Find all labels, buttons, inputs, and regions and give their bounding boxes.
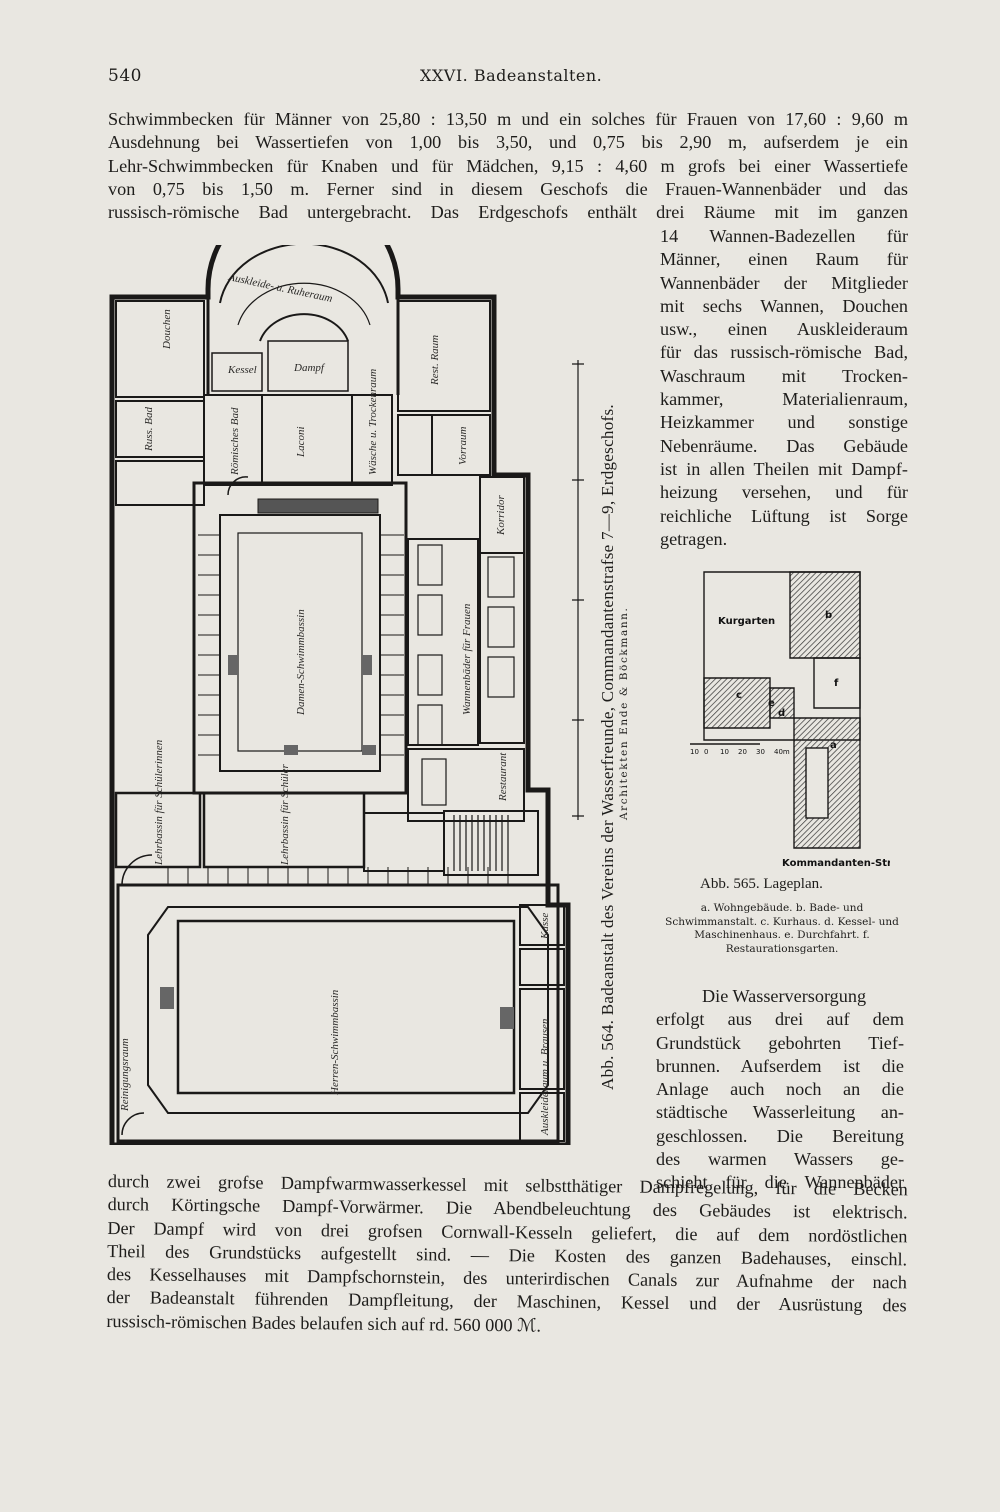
room-label: Korridor [495, 495, 507, 536]
text-line: Ausdehnung bei Wassertiefen von 1,00 bis… [108, 132, 908, 153]
text-line: des warmen Wassers ge- [656, 1149, 904, 1170]
scale-bar [572, 360, 584, 820]
text-line: erfolgt aus drei auf dem [656, 1009, 904, 1030]
text-line: Männer, einen Raum für [660, 249, 908, 270]
scale-label: 0 [704, 748, 708, 756]
site-label-b: b [825, 610, 832, 621]
top-paragraph: Schwimmbecken für Männer von 25,80 : 13,… [108, 108, 908, 224]
figure-565-legend: a. Wohngebäude. b. Bade- und Schwimmanst… [665, 902, 899, 955]
room-label: Herren-Schwimmbassin [329, 989, 341, 1096]
site-plan-figure: Kurgarten b c e d f a 10 0 10 20 30 40m … [690, 568, 890, 870]
text-line: getragen. [660, 528, 728, 549]
room-label: Laconi [295, 426, 307, 458]
text-line: schieht für die Wannenbäder [656, 1172, 904, 1193]
figure-565-caption: Abb. 565. Lageplan. [700, 876, 823, 892]
room-label: Auskleideraum u. Brausen [539, 1018, 551, 1136]
text-line: geschlossen. Die Bereitung [656, 1125, 904, 1146]
room-label: Rest. Raum [429, 335, 441, 386]
text-line: reichliche Lüftung ist Sorge [660, 505, 908, 526]
text-line: Heizkammer und sonstige [660, 412, 908, 433]
room-label: Douchen [161, 309, 173, 350]
scale-label: 20 [738, 748, 747, 756]
site-label-c: c [736, 690, 742, 701]
text-line: kammer, Materialienraum, [660, 389, 908, 410]
text-line: Nebenräume. Das Gebäude [660, 435, 908, 456]
scale-label: 30 [756, 748, 765, 756]
site-label-street: Kommandanten-Str. [782, 858, 890, 869]
text-line: 14 Wannen-Badezellen für [660, 226, 908, 246]
room-label: Damen-Schwimmbassin [295, 609, 307, 716]
bottom-paragraph: durch zwei grofse Dampfwarmwasserkessel … [106, 1170, 908, 1341]
site-label-f: f [834, 678, 839, 689]
site-label-kurgarten: Kurgarten [718, 616, 775, 627]
text-line: ist in allen Theilen mit Dampf- [660, 458, 908, 479]
text-line: Waschraum mit Trocken- [660, 365, 908, 386]
text-line: Lehr-Schwimmbecken für Knaben und für Mä… [108, 155, 908, 176]
text-line: Wannenbäder der Mitglieder [660, 272, 908, 293]
right-paragraph: 14 Wannen-Badezellen für Männer, einen R… [660, 225, 908, 551]
room-label: Reinigungsraum [119, 1038, 131, 1112]
room-label: Römisches Bad [229, 407, 241, 476]
room-label: Lehrbassin für Schüler [279, 763, 291, 866]
room-label: Kessel [227, 364, 257, 376]
text-line: usw., einen Auskleideraum [660, 319, 908, 340]
text-line: Grundstück gebohrten Tief- [656, 1032, 904, 1053]
text-line: heizung versehen, und für [660, 482, 908, 503]
figure-564-caption: Abb. 564. Badeanstalt des Vereins der Wa… [598, 404, 617, 1090]
text-line: Schwimmbecken für Männer von 25,80 : 13,… [108, 109, 908, 129]
room-label: Vorraum [457, 426, 469, 465]
text-line: Die Wasserversorgung [702, 986, 867, 1006]
text-line: mit sechs Wannen, Douchen [660, 295, 908, 316]
floor-plan-drawing: Douchen Auskleide- u. Ruheraum Kessel Da… [109, 245, 571, 1145]
text-line: städtische Wasserleitung an- [656, 1102, 904, 1123]
room-label: Auskleide- u. Ruheraum [226, 271, 333, 305]
figure-564-architects: Architekten Ende & Böckmann. [618, 606, 630, 820]
floor-plan-figure: Douchen Auskleide- u. Ruheraum Kessel Da… [108, 245, 586, 1145]
room-label: Lehrbassin für Schülerinnen [153, 739, 165, 866]
middle-paragraph: Die Wasserversorgung erfolgt aus drei au… [656, 985, 904, 1195]
running-title: XXVI. Badeanstalten. [420, 66, 603, 85]
room-label: Kasse [539, 913, 551, 940]
room-label: Restaurant [497, 752, 509, 802]
site-label-d: d [778, 708, 785, 719]
text-line: für das russisch-römische Bad, [660, 342, 908, 363]
site-label-a: a [830, 740, 837, 751]
site-label-e: e [768, 698, 775, 709]
text-line: brunnen. Aufserdem ist die [656, 1055, 904, 1076]
text-line: von 0,75 bis 1,50 m. Ferner sind in dies… [108, 178, 908, 199]
room-label: Wannenbäder für Frauen [461, 603, 473, 715]
scale-label: 10 [720, 748, 729, 756]
room-label: Dampf [293, 362, 326, 374]
scale-label: 40m [774, 748, 790, 756]
text-line: Anlage auch noch an die [656, 1079, 904, 1100]
page-number: 540 [108, 66, 142, 86]
room-label: Russ. Bad [143, 407, 155, 453]
text-line: russisch-römische Bad untergebracht. Das… [108, 202, 908, 223]
room-label: Wäsche u. Trockenraum [367, 369, 379, 475]
site-plan-drawing: Kurgarten b c e d f a 10 0 10 20 30 40m … [690, 571, 890, 869]
scale-label: 10 [690, 748, 699, 756]
